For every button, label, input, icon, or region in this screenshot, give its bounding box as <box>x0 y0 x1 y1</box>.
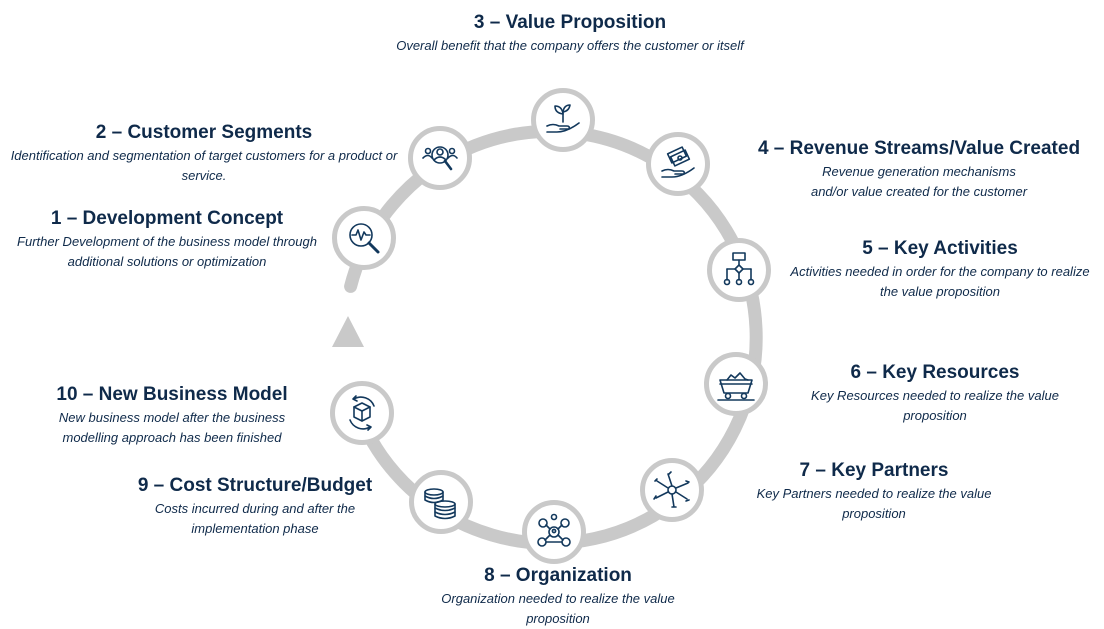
cycle-arrowhead <box>332 316 364 347</box>
step-desc: Key Resources needed to realize the valu… <box>811 388 1059 423</box>
node-key-activities <box>707 238 771 302</box>
step-desc: Organization needed to realize the value… <box>441 591 675 626</box>
step-label-key-activities: 5 – Key Activities Activities needed in … <box>782 238 1098 302</box>
coins-icon <box>424 488 456 520</box>
node-cost-structure <box>409 470 473 534</box>
node-development-concept <box>332 206 396 270</box>
joined-hands-icon <box>653 471 690 508</box>
step-title: 7 – Key Partners <box>799 460 949 481</box>
step-label-key-partners: 7 – Key Partners Key Partners needed to … <box>732 460 1016 524</box>
node-organization <box>522 500 586 564</box>
node-key-partners <box>640 458 704 522</box>
hand-plant-icon <box>546 104 580 133</box>
step-title: 5 – Key Activities <box>862 238 1018 259</box>
network-people-icon <box>537 513 571 547</box>
step-title: 1 – Development Concept <box>50 208 284 229</box>
step-title: 10 – New Business Model <box>56 384 288 405</box>
box-cycle-icon <box>349 395 375 431</box>
step-title: 3 – Value Proposition <box>473 12 667 33</box>
step-label-development-concept: 1 – Development Concept Further Developm… <box>6 208 328 272</box>
node-new-business-model <box>330 381 394 445</box>
flowchart-icon <box>723 252 755 286</box>
step-desc: New business model after the business mo… <box>58 410 286 445</box>
step-title: 8 – Organization <box>484 565 632 586</box>
people-search-icon <box>422 146 458 171</box>
step-desc: Further Development of the business mode… <box>17 234 317 269</box>
step-label-revenue-streams: 4 – Revenue Streams/Value Created Revenu… <box>734 138 1104 202</box>
step-label-key-resources: 6 – Key Resources Key Resources needed t… <box>782 362 1088 426</box>
step-desc: Revenue generation mechanisms and/or val… <box>810 164 1028 199</box>
step-desc: Identification and segmentation of targe… <box>10 148 398 183</box>
step-label-new-business-model: 10 – New Business Model New business mod… <box>30 384 314 448</box>
step-label-value-proposition: 3 – Value Proposition Overall benefit th… <box>380 12 760 56</box>
step-title: 9 – Cost Structure/Budget <box>137 475 373 496</box>
node-key-resources <box>704 352 768 416</box>
node-revenue-streams <box>646 132 710 196</box>
step-label-customer-segments: 2 – Customer Segments Identification and… <box>6 122 402 186</box>
node-value-proposition <box>531 88 595 152</box>
step-title: 4 – Revenue Streams/Value Created <box>757 138 1081 159</box>
magnifier-pulse-icon <box>349 223 380 254</box>
step-desc: Costs incurred during and after the impl… <box>154 501 356 536</box>
node-customer-segments <box>408 126 472 190</box>
step-desc: Overall benefit that the company offers … <box>396 38 744 53</box>
hand-money-icon <box>661 146 695 178</box>
mine-cart-icon <box>717 372 755 401</box>
step-label-cost-structure: 9 – Cost Structure/Budget Costs incurred… <box>110 475 400 539</box>
step-title: 2 – Customer Segments <box>95 122 313 143</box>
step-label-organization: 8 – Organization Organization needed to … <box>408 565 708 629</box>
step-title: 6 – Key Resources <box>850 362 1020 383</box>
step-desc: Activities needed in order for the compa… <box>790 264 1090 299</box>
step-desc: Key Partners needed to realize the value… <box>756 486 992 521</box>
